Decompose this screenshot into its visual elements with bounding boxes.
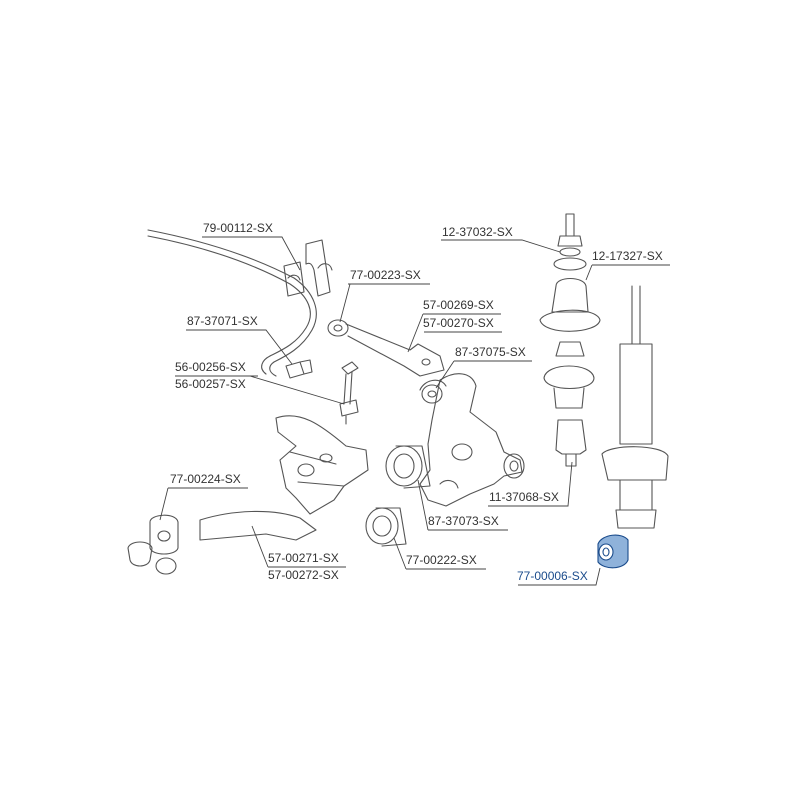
label-87-37073-sx: 87-37073-SX (428, 514, 499, 528)
lower-arm-bushing-large (385, 445, 431, 489)
label-77-00224-sx: 77-00224-SX (170, 472, 241, 486)
leader-line-8 (585, 264, 670, 281)
label-57-00271-sx: 57-00271-SX (268, 551, 339, 565)
label-87-37071-sx: 87-37071-SX (187, 314, 258, 328)
shock-absorber (601, 285, 669, 529)
leader-line-7 (441, 239, 561, 253)
label-11-37068-sx: 11-37068-SX (489, 490, 559, 504)
label-87-37075-sx: 87-37075-SX (455, 345, 526, 359)
shock-lower-bushing-highlighted (597, 534, 629, 569)
upper-camber-arm (327, 319, 445, 377)
knuckle-bushing (419, 379, 447, 404)
label-57-00270-sx: 57-00270-SX (423, 316, 494, 330)
leader-line-4 (175, 375, 345, 405)
leader-line-14 (518, 567, 601, 586)
label-77-00222-sx: 77-00222-SX (406, 553, 477, 567)
label-56-00256-sx: 56-00256-SX (175, 360, 246, 374)
stabilizer-link (339, 361, 359, 425)
leader-line-11 (417, 479, 508, 531)
leader-line-10 (159, 487, 248, 521)
label-57-00269-sx: 57-00269-SX (423, 298, 494, 312)
leader-line-1 (202, 236, 301, 271)
lower-control-arm (199, 415, 369, 541)
label-57-00272-sx: 57-00272-SX (268, 568, 339, 582)
leader-line-2 (339, 283, 430, 323)
leader-line-13 (251, 525, 346, 568)
upper-strut-mount (539, 213, 601, 467)
stabilizer-link-bushing (285, 359, 313, 379)
leader-line-6 (435, 360, 532, 389)
stabilizer-bushing (283, 239, 333, 297)
leader-line-5 (407, 313, 502, 353)
stabilizer-bar (147, 229, 317, 377)
label-79-00112-sx: 79-00112-SX (203, 221, 273, 235)
label-12-37032-sx: 12-37032-SX (442, 225, 513, 239)
label-56-00257-sx: 56-00257-SX (175, 377, 246, 391)
label-12-17327-sx: 12-17327-SX (592, 249, 663, 263)
leader-line-3 (186, 329, 293, 365)
arm-end-bushing (127, 514, 179, 575)
label-77-00223-sx: 77-00223-SX (350, 268, 421, 282)
lower-arm-bushing-small (365, 507, 407, 547)
leader-line-9 (488, 461, 573, 507)
label-77-00006-sx: 77-00006-SX (517, 569, 588, 583)
leader-line-12 (393, 537, 486, 570)
